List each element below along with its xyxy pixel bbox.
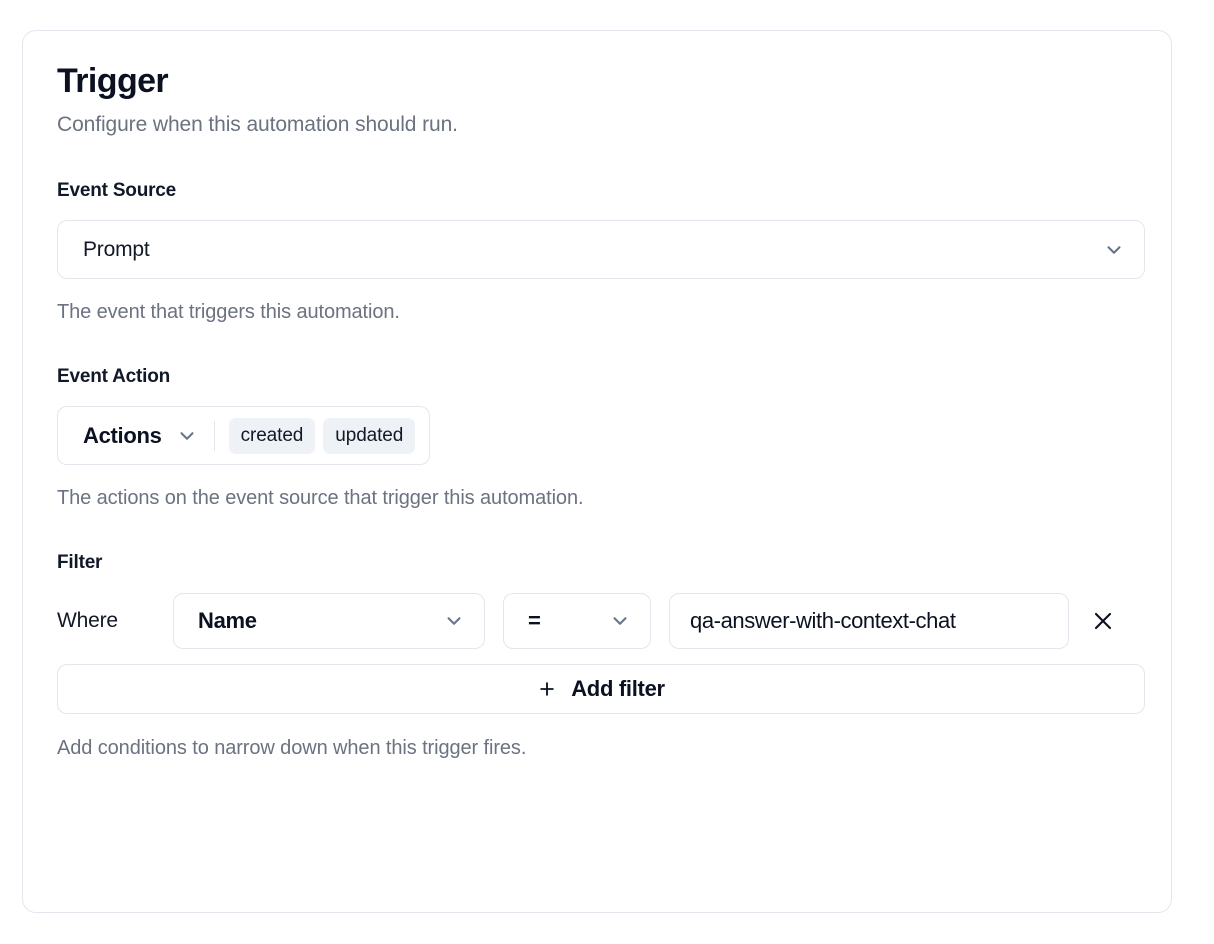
event-action-dropdown[interactable]: Actions — [83, 423, 214, 449]
event-action-dropdown-label: Actions — [83, 422, 162, 448]
chevron-down-icon — [1103, 239, 1125, 261]
add-filter-label: Add filter — [571, 676, 665, 701]
filter-label: Filter — [57, 552, 103, 573]
filter-value-text: qa-answer-with-context-chat — [690, 608, 956, 633]
filter-section: Filter Where Name = — [57, 551, 1145, 761]
event-action-section: Event Action Actions created updated — [57, 365, 1137, 511]
close-icon — [1091, 609, 1115, 633]
plus-icon — [537, 679, 557, 699]
event-action-helper-text: The actions on the event source that tri… — [57, 487, 584, 509]
event-action-control: Actions created updated — [57, 406, 431, 465]
event-action-label: Event Action — [57, 366, 171, 387]
filter-field-value: Name — [198, 608, 257, 633]
event-source-helper-text: The event that triggers this automation. — [57, 301, 400, 323]
filter-row: Where Name = — [57, 593, 1137, 649]
where-label: Where — [57, 609, 118, 632]
trigger-card: Trigger Configure when this automation s… — [22, 30, 1172, 913]
filter-value-input[interactable]: qa-answer-with-context-chat — [669, 593, 1069, 649]
page-title: Trigger — [57, 62, 169, 100]
filter-field-select[interactable]: Name — [173, 593, 485, 649]
filter-operator-value: = — [528, 608, 541, 633]
filter-operator-select[interactable]: = — [503, 593, 651, 649]
add-filter-button[interactable]: Add filter — [57, 664, 1145, 714]
event-source-select[interactable]: Prompt — [57, 220, 1145, 279]
event-source-section: Event Source Prompt The event that trigg… — [57, 179, 1145, 325]
event-source-value: Prompt — [83, 237, 150, 261]
chevron-down-icon — [609, 610, 631, 632]
vertical-divider — [213, 420, 215, 451]
event-action-chip-created[interactable]: created — [228, 417, 316, 454]
chevron-down-icon — [443, 610, 465, 632]
card-subtitle: Configure when this automation should ru… — [57, 113, 458, 136]
filter-helper-text: Add conditions to narrow down when this … — [57, 737, 527, 759]
event-action-chip-updated[interactable]: updated — [323, 417, 416, 454]
chevron-down-icon — [176, 425, 198, 447]
event-action-chip-list: created updated — [228, 417, 416, 454]
event-source-label: Event Source — [57, 180, 177, 201]
remove-filter-button[interactable] — [1085, 603, 1121, 639]
